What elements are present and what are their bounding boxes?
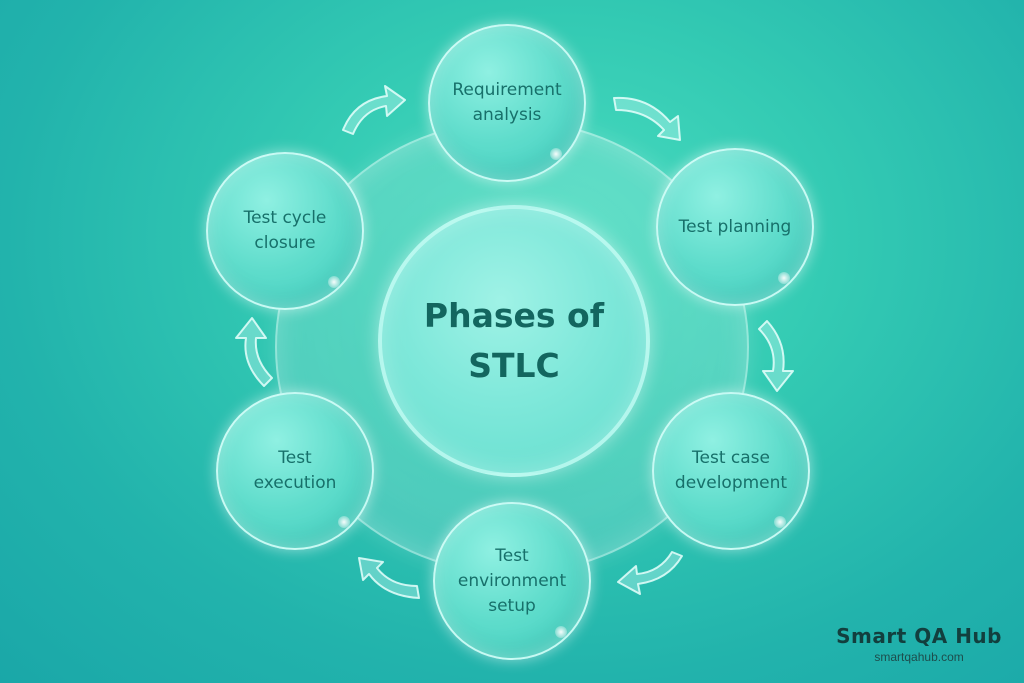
phase-label: Requirement analysis <box>452 80 562 125</box>
brand-name: Smart QA Hub <box>836 624 1002 648</box>
phase-label: Test planning <box>678 216 792 237</box>
phase-label: Test cycle closure <box>243 208 327 253</box>
arrow-icon <box>235 317 273 387</box>
arrow-icon <box>758 320 794 392</box>
phase-label: Test case development <box>674 448 788 493</box>
phase-test-cycle-closure: Test cycle closure <box>206 152 364 310</box>
phase-test-case-development: Test case development <box>652 392 810 550</box>
phase-requirement-analysis: Requirement analysis <box>428 24 586 182</box>
phase-test-execution: Test execution <box>216 392 374 550</box>
arrow-icon <box>613 96 681 141</box>
center-circle: Phases of STLC <box>378 205 650 477</box>
diagram-title-line-2: STLC <box>468 346 560 385</box>
brand-watermark: Smart QA Hub smartqahub.com <box>836 624 1002 664</box>
phase-label: Test environment setup <box>457 545 567 616</box>
diagram-title-line-1: Phases of <box>423 296 605 335</box>
arrow-icon <box>342 85 406 135</box>
phase-test-environment-setup: Test environment setup <box>433 502 591 660</box>
arrow-icon <box>358 557 420 599</box>
brand-url: smartqahub.com <box>874 650 964 664</box>
phase-test-planning: Test planning <box>656 148 814 306</box>
phase-label: Test execution <box>253 448 337 493</box>
arrow-icon <box>617 551 683 595</box>
